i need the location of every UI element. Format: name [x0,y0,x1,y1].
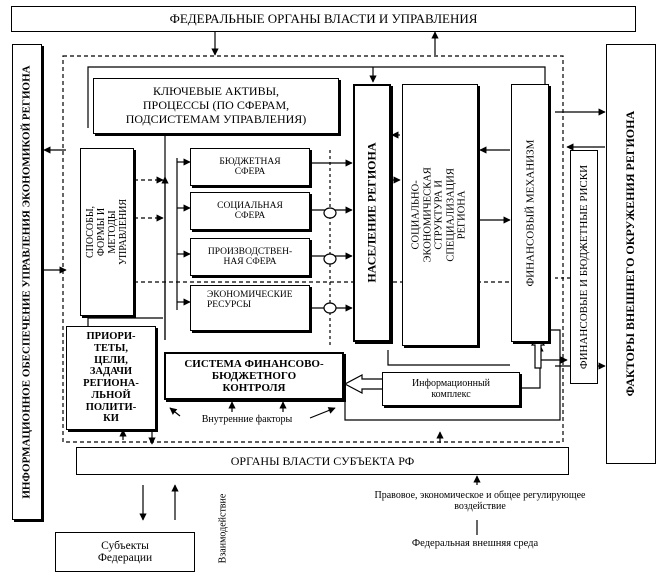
priorities-line-8: КИ [103,413,119,425]
priorities-line-5: РЕГИОНА- [83,378,139,389]
priorities-line-6: ЛЬНОЙ [91,389,131,401]
priorities-box: ПРИОРИ- ТЕТЫ, ЦЕЛИ, ЗАДАЧИ РЕГИОНА- ЛЬНО… [66,326,156,430]
regulation-line-2: воздействие [454,501,506,512]
info-complex-line-2: комплекс [431,389,471,400]
control-system-line-3: КОНТРОЛЯ [222,382,286,395]
methods-box: СПОСОБЫ, ФОРМЫ И МЕТОДЫ УПРАВЛЕНИЯ [80,148,134,316]
information-support-strip: ИНФОРМАЦИОННОЕ ОБЕСПЕЧЕНИЕ УПРАВЛЕНИЯ ЭК… [12,44,42,520]
control-system-box: СИСТЕМА ФИНАНСОВО- БЮДЖЕТНОГО КОНТРОЛЯ [164,352,344,400]
information-support-label: ИНФОРМАЦИОННОЕ ОБЕСПЕЧЕНИЕ УПРАВЛЕНИЯ ЭК… [20,65,33,499]
info-complex-box: Информационный комплекс [382,372,520,406]
economic-resources-line-1: ЭКОНОМИЧЕСКИЕ [207,290,293,300]
junction-circle-1 [323,207,337,219]
financial-mechanism-label: ФИНАНСОВЫЙ МЕХАНИЗМ [523,139,536,287]
control-system-line-1: СИСТЕМА ФИНАНСОВО- [184,357,324,370]
socio-economic-structure-box: СОЦИАЛЬНО-ЭКОНОМИЧЕСКАЯ СТРУКТУРА И СПЕЦ… [402,84,478,346]
regional-authorities-box: ОРГАНЫ ВЛАСТИ СУБЪЕКТА РФ [76,447,569,475]
interaction-label-wrap: Взаимодействие [213,480,233,576]
social-sphere-line-1: СОЦИАЛЬНАЯ [217,201,283,211]
budget-sphere-box: БЮДЖЕТНАЯ СФЕРА [190,148,310,186]
federal-authorities-box: ФЕДЕРАЛЬНЫЕ ОРГАНЫ ВЛАСТИ И УПРАВЛЕНИЯ [11,6,636,32]
federal-authorities-label: ФЕДЕРАЛЬНЫЕ ОРГАНЫ ВЛАСТИ И УПРАВЛЕНИЯ [169,11,478,26]
production-sphere-line-1: ПРОИЗВОДСТВЕН- [207,247,293,257]
regulation-line-1: Правовое, экономическое и общее регулиру… [374,490,586,501]
production-sphere-box: ПРОИЗВОДСТВЕН- НАЯ СФЕРА [190,238,310,276]
info-complex-line-1: Информационный [411,378,491,389]
federal-external-environment: Федеральная внешняя среда [411,538,539,549]
financial-risks-label: ФИНАНСОВЫЕ И БЮДЖЕТНЫЕ РИСКИ [577,164,590,370]
external-factors-label: ФАКТОРЫ ВНЕШНЕГО ОКРУЖЕНИЯ РЕГИОНА [623,111,638,397]
budget-sphere-line-2: СФЕРА [234,167,266,177]
financial-risks-box: ФИНАНСОВЫЕ И БЮДЖЕТНЫЕ РИСКИ [570,150,598,384]
interaction-label: Взаимодействие [217,493,229,563]
inner-region-dashed [62,55,564,443]
regional-authorities-label: ОРГАНЫ ВЛАСТИ СУБЪЕКТА РФ [230,453,415,468]
economic-resources-box: ЭКОНОМИЧЕСКИЕ РЕСУРСЫ [190,285,310,331]
social-sphere-line-2: СФЕРА [234,211,266,221]
budget-sphere-line-1: БЮДЖЕТНАЯ [219,157,281,167]
federation-subjects-box: Субъекты Федерации [55,532,195,572]
key-assets-line-1: КЛЮЧЕВЫЕ АКТИВЫ, [152,84,280,99]
priorities-line-7: ПОЛИТИ- [85,401,137,413]
social-sphere-box: СОЦИАЛЬНАЯ СФЕРА [190,192,310,230]
key-assets-line-2: ПРОЦЕССЫ (ПО СФЕРАМ, [142,98,290,113]
regulation-text: Правовое, экономическое и общее регулиру… [320,490,640,512]
population-label: НАСЕЛЕНИЕ РЕГИОНА [364,142,379,284]
external-factors-strip: ФАКТОРЫ ВНЕШНЕГО ОКРУЖЕНИЯ РЕГИОНА [606,44,656,464]
production-sphere-line-2: НАЯ СФЕРА [223,257,277,267]
junction-circle-2 [323,253,337,265]
priorities-line-2: ТЕТЫ, [94,342,128,354]
population-box: НАСЕЛЕНИЕ РЕГИОНА [353,84,391,342]
economic-resources-line-2: РЕСУРСЫ [207,300,252,310]
internal-factors-label: Внутренние факторы [201,414,293,425]
control-system-line-2: БЮДЖЕТНОГО [211,369,297,382]
federation-subjects-line-2: Федерации [97,552,153,564]
priorities-line-1: ПРИОРИ- [86,331,136,342]
socio-economic-structure-label: СОЦИАЛЬНО-ЭКОНОМИЧЕСКАЯ СТРУКТУРА И СПЕЦ… [411,167,469,263]
methods-label: СПОСОБЫ, ФОРМЫ И МЕТОДЫ УПРАВЛЕНИЯ [85,198,129,266]
financial-mechanism-box: ФИНАНСОВЫЙ МЕХАНИЗМ [511,84,549,342]
key-assets-line-3: ПОДСИСТЕМАМ УПРАВЛЕНИЯ) [125,111,307,126]
priorities-line-4: ЗАДАЧИ [89,366,133,378]
federation-subjects-line-1: Субъекты [101,540,149,552]
key-assets-box: КЛЮЧЕВЫЕ АКТИВЫ, ПРОЦЕССЫ (ПО СФЕРАМ, ПО… [93,78,339,134]
priorities-line-3: ЦЕЛИ, [94,354,128,366]
junction-circle-3 [323,302,337,314]
